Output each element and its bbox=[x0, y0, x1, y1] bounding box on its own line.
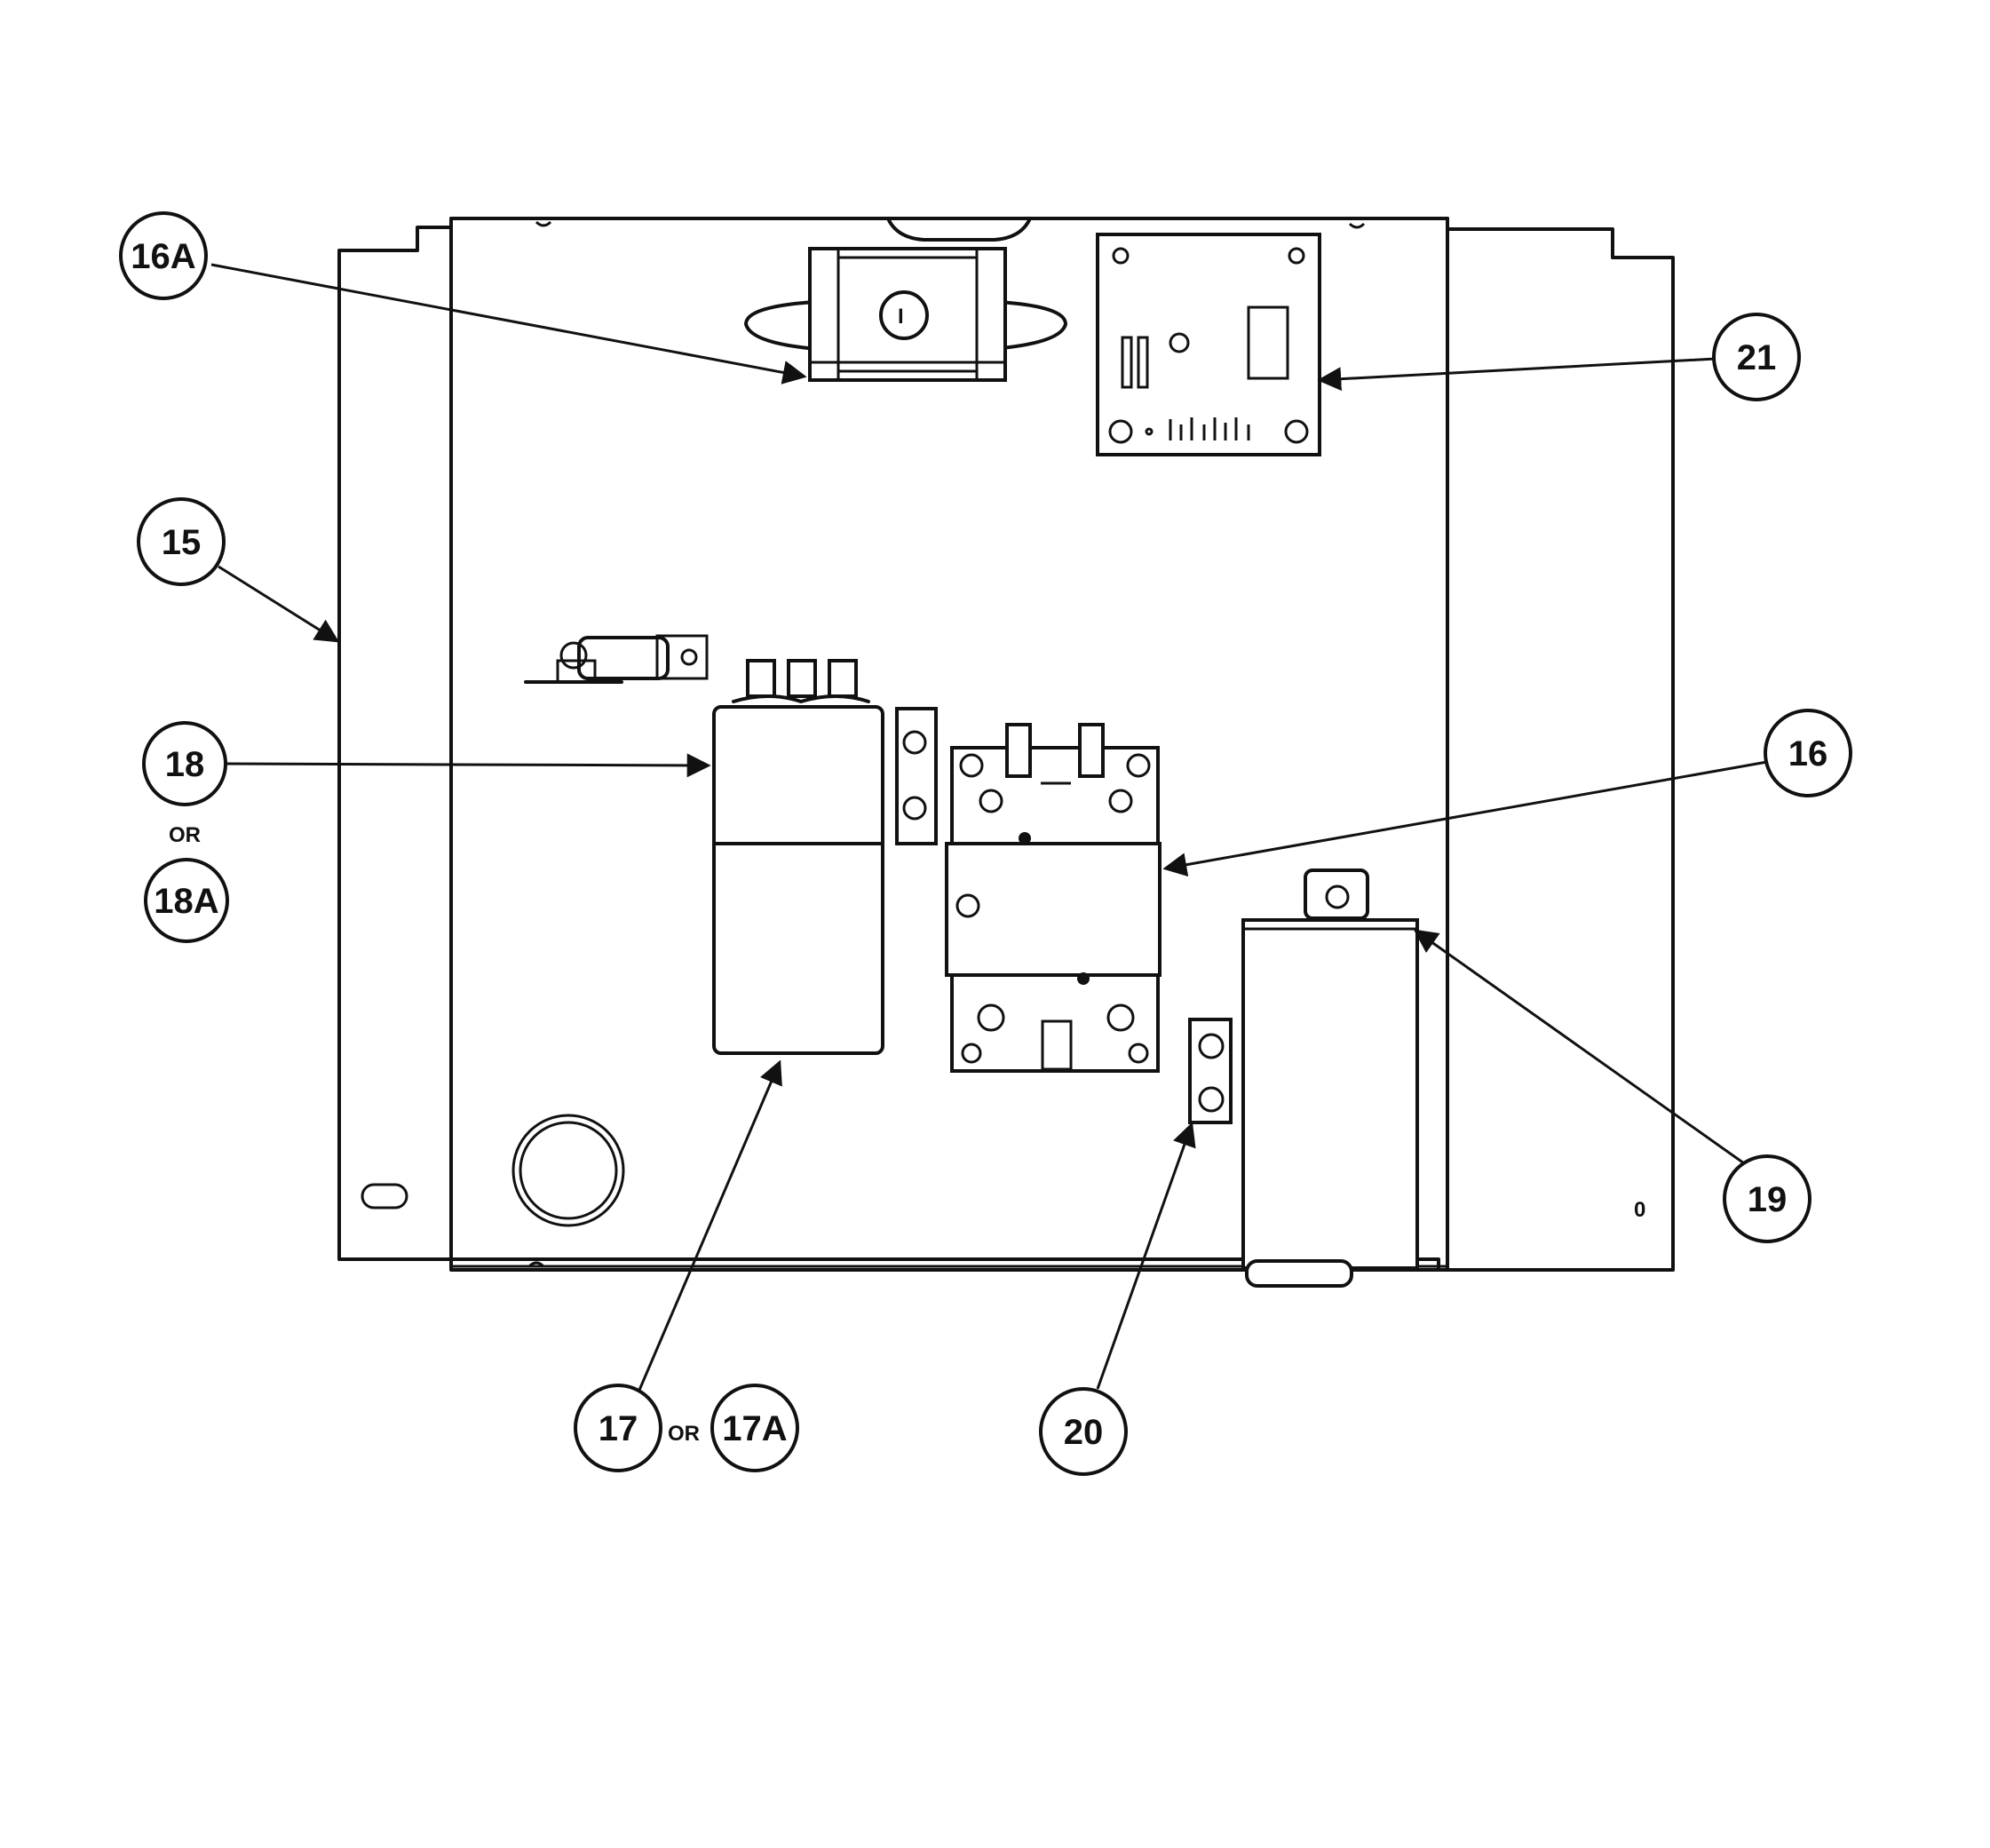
callout-15: 15 bbox=[137, 497, 226, 586]
callout-17-or: OR bbox=[668, 1422, 700, 1446]
callout-17-label: 17 bbox=[599, 1409, 638, 1448]
knockout-hole bbox=[511, 1114, 625, 1227]
callout-18-label: 18 bbox=[165, 745, 205, 784]
callout-17a: 17A bbox=[710, 1384, 799, 1472]
callout-15-label: 15 bbox=[162, 523, 202, 562]
callout-21: 21 bbox=[1712, 313, 1801, 401]
callout-18a: 18A bbox=[144, 858, 229, 943]
transformer-symbol: I bbox=[898, 305, 904, 329]
callout-21-label: 21 bbox=[1737, 338, 1777, 377]
callout-17: 17 bbox=[574, 1384, 662, 1472]
callout-18: 18 bbox=[142, 721, 227, 806]
callout-16-label: 16 bbox=[1788, 734, 1828, 773]
panel-small-mark: 0 bbox=[1634, 1198, 1645, 1222]
callout-17a-label: 17A bbox=[722, 1409, 787, 1448]
callout-18a-label: 18A bbox=[154, 882, 218, 921]
control-board bbox=[1096, 233, 1321, 456]
callout-20-label: 20 bbox=[1064, 1413, 1104, 1452]
callout-19-label: 19 bbox=[1748, 1180, 1788, 1219]
callout-20: 20 bbox=[1039, 1387, 1128, 1476]
leader-lines bbox=[210, 263, 1768, 1395]
capacitor bbox=[712, 659, 938, 1055]
callout-16: 16 bbox=[1764, 709, 1852, 797]
terminal-block bbox=[1188, 1018, 1233, 1124]
callout-16a-label: 16A bbox=[131, 237, 195, 276]
relay-box bbox=[1241, 868, 1419, 1288]
callout-19: 19 bbox=[1723, 1154, 1812, 1243]
callout-16a: 16A bbox=[119, 211, 208, 300]
transformer-terminal bbox=[879, 290, 929, 340]
ground-lug bbox=[524, 634, 709, 684]
callout-18-or: OR bbox=[169, 823, 201, 847]
left-slot bbox=[361, 1183, 408, 1210]
contactor bbox=[945, 723, 1161, 1073]
transformer: I bbox=[744, 247, 1067, 382]
